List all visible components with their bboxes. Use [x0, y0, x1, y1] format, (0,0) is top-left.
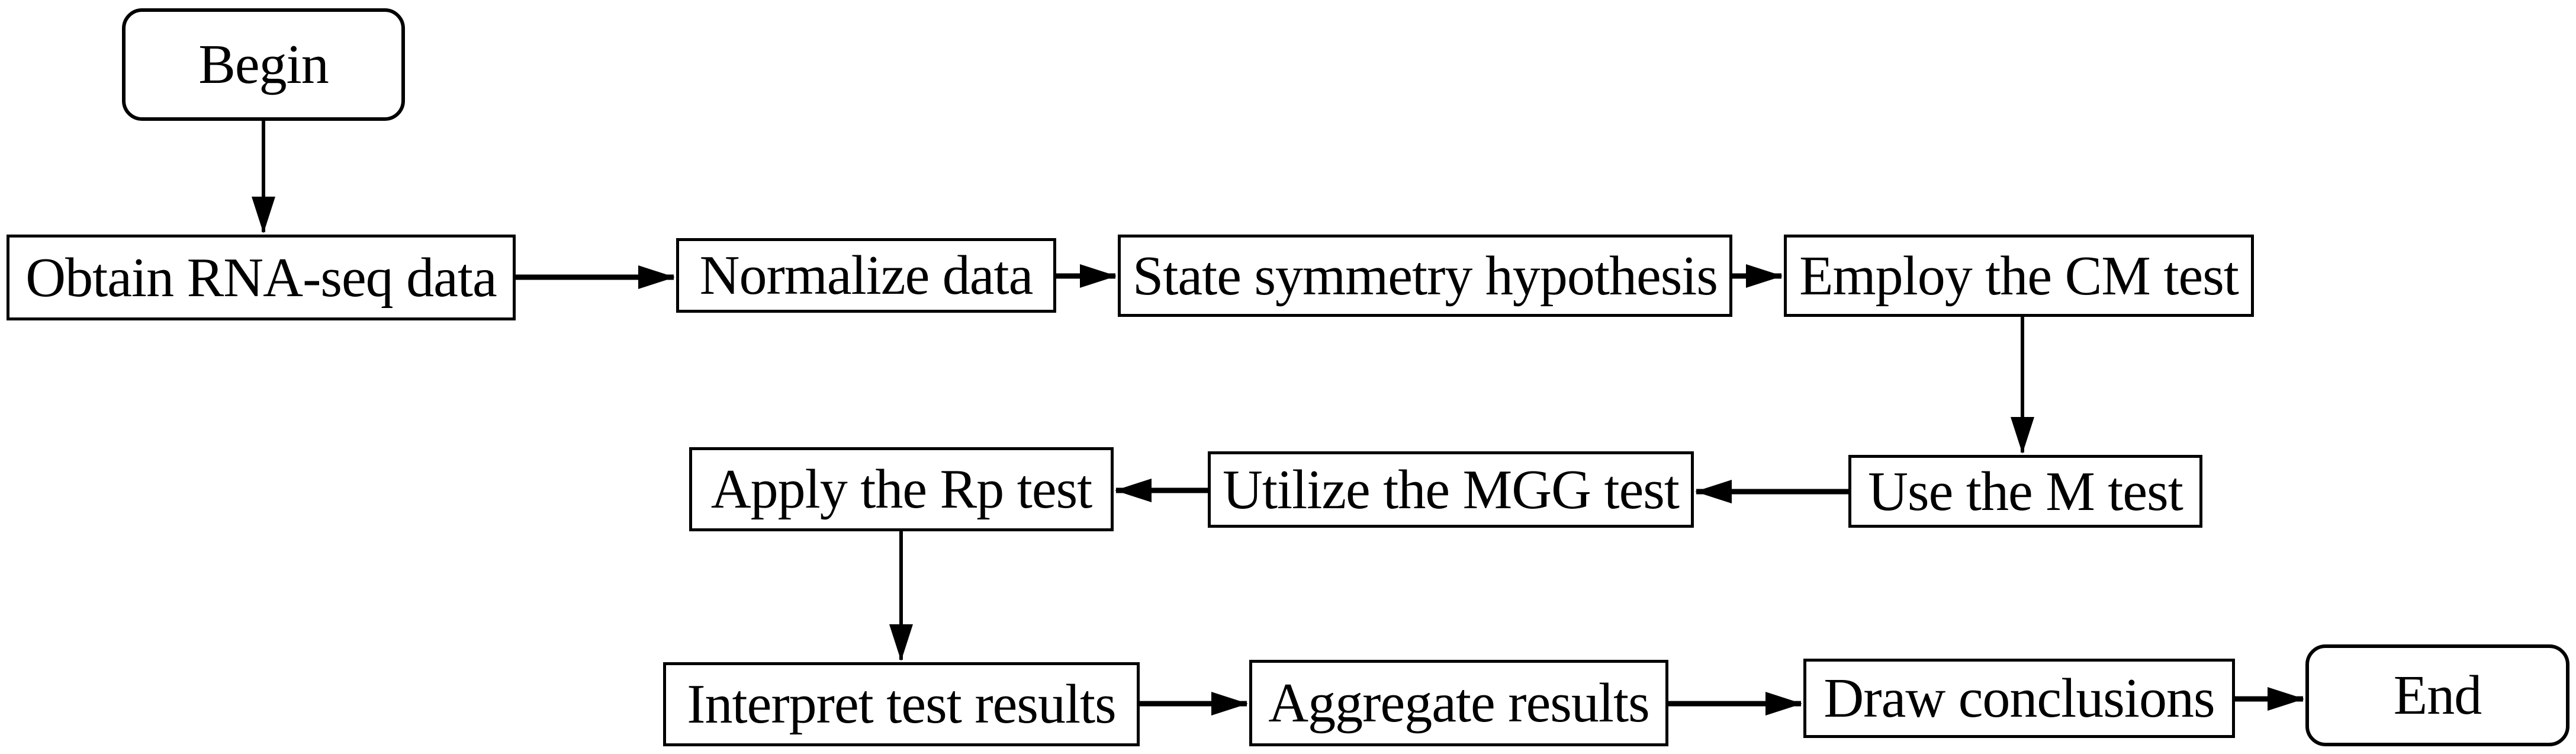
- node-normalize-data: Normalize data: [676, 238, 1056, 313]
- node-employ-label: Employ the CM test: [1799, 245, 2239, 307]
- node-begin-label: Begin: [198, 34, 329, 95]
- node-aggregate-label: Aggregate results: [1268, 672, 1649, 734]
- node-use-m-test: Use the M test: [1848, 455, 2202, 528]
- node-interpret-label: Interpret test results: [687, 673, 1117, 735]
- node-apply-rp-test: Apply the Rp test: [689, 447, 1114, 531]
- node-begin: Begin: [122, 8, 405, 121]
- node-obtain-rna-seq-data: Obtain RNA-seq data: [7, 235, 516, 320]
- node-state-symmetry-hypothesis: State symmetry hypothesis: [1118, 235, 1732, 317]
- node-utilize-mgg-test: Utilize the MGG test: [1208, 451, 1694, 528]
- node-employ-cm-test: Employ the CM test: [1784, 235, 2254, 317]
- node-normalize-label: Normalize data: [699, 245, 1034, 306]
- node-aggregate-results: Aggregate results: [1249, 660, 1668, 746]
- node-interpret-test-results: Interpret test results: [663, 662, 1140, 746]
- node-rp-label: Apply the Rp test: [710, 458, 1093, 520]
- node-usem-label: Use the M test: [1868, 460, 2183, 522]
- node-obtain-label: Obtain RNA-seq data: [25, 246, 497, 309]
- node-draw-conclusions: Draw conclusions: [1803, 659, 2235, 738]
- node-end-label: End: [2393, 665, 2482, 726]
- node-state-label: State symmetry hypothesis: [1132, 245, 1718, 307]
- node-end: End: [2305, 644, 2569, 746]
- node-mgg-label: Utilize the MGG test: [1222, 458, 1680, 521]
- node-draw-label: Draw conclusions: [1824, 668, 2215, 729]
